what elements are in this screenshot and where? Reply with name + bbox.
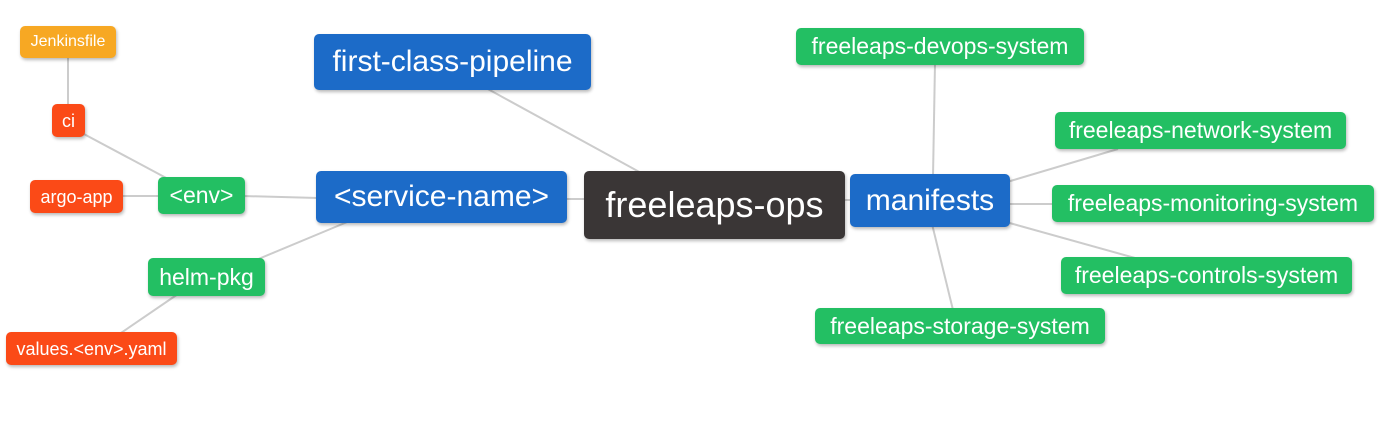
- node-freeleaps-network-system[interactable]: freeleaps-network-system: [1055, 112, 1346, 149]
- node-values-env-yaml[interactable]: values.<env>.yaml: [6, 332, 177, 365]
- node-argo-app[interactable]: argo-app: [30, 180, 123, 213]
- node-env[interactable]: <env>: [158, 177, 245, 214]
- edge-manifests-devops: [932, 62, 936, 178]
- node-freeleaps-storage-system[interactable]: freeleaps-storage-system: [815, 308, 1105, 344]
- edge-service-name-helm-pkg: [255, 219, 353, 261]
- node-freeleaps-devops-system[interactable]: freeleaps-devops-system: [796, 28, 1084, 65]
- node-helm-pkg[interactable]: helm-pkg: [148, 258, 265, 296]
- edge-manifests-controls: [1005, 221, 1136, 259]
- edge-manifests-network: [1006, 148, 1119, 183]
- edge-pipeline-freeleaps-ops: [485, 87, 644, 175]
- edge-helm-pkg-values: [117, 293, 179, 336]
- edge-ci-env: [81, 132, 171, 181]
- node-freeleaps-ops[interactable]: freeleaps-ops: [584, 171, 845, 239]
- node-freeleaps-controls-system[interactable]: freeleaps-controls-system: [1061, 257, 1352, 294]
- edge-manifests-storage: [931, 223, 954, 311]
- node-manifests[interactable]: manifests: [850, 174, 1010, 227]
- node-jenkinsfile[interactable]: Jenkinsfile: [20, 26, 116, 58]
- node-freeleaps-monitoring-system[interactable]: freeleaps-monitoring-system: [1052, 185, 1374, 222]
- node-ci[interactable]: ci: [52, 104, 85, 137]
- node-service-name[interactable]: <service-name>: [316, 171, 567, 223]
- edge-env-service-name: [242, 195, 319, 199]
- node-first-class-pipeline[interactable]: first-class-pipeline: [314, 34, 591, 90]
